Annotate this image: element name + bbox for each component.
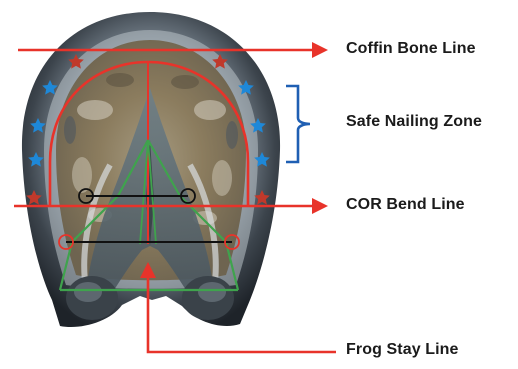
coffin-bone-arrowhead <box>312 42 328 58</box>
safe-zone-bracket <box>286 86 310 162</box>
frog-stay-line-label: Frog Stay Line <box>346 341 459 359</box>
cor-bend-arrowhead <box>312 198 328 214</box>
coffin-bone-line-label: Coffin Bone Line <box>346 40 476 58</box>
safe-nailing-zone-label: Safe Nailing Zone <box>346 113 482 131</box>
cor-bend-line-label: COR Bend Line <box>346 196 465 214</box>
